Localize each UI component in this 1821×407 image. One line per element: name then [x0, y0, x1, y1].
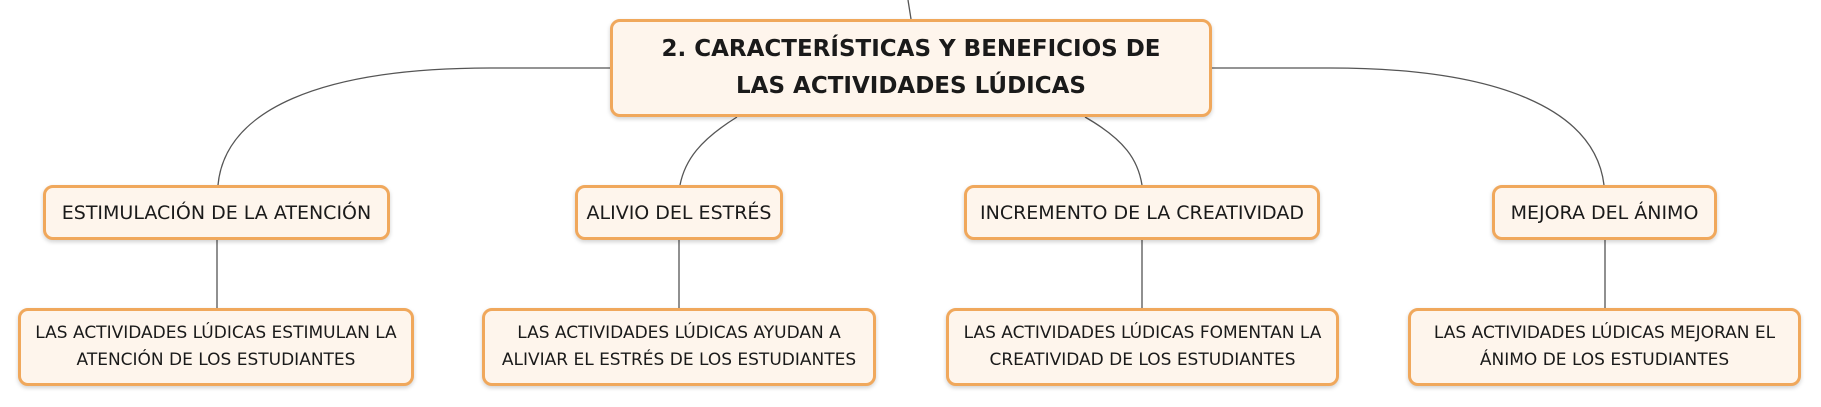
- connector-root-branch-3: [1084, 116, 1143, 186]
- branch-label: MEJORA DEL ÁNIMO: [1510, 201, 1699, 224]
- detail-alivio-estres[interactable]: LAS ACTIVIDADES LÚDICAS AYUDAN A ALIVIAR…: [482, 308, 876, 386]
- branch-estimulacion-atencion[interactable]: ESTIMULACIÓN DE LA ATENCIÓN: [43, 185, 390, 240]
- detail-mejora-animo[interactable]: LAS ACTIVIDADES LÚDICAS MEJORAN EL ÁNIMO…: [1408, 308, 1801, 386]
- detail-text: LAS ACTIVIDADES LÚDICAS MEJORAN EL ÁNIMO…: [1433, 323, 1776, 370]
- branch-mejora-animo[interactable]: MEJORA DEL ÁNIMO: [1492, 185, 1717, 240]
- detail-text: LAS ACTIVIDADES LÚDICAS FOMENTAN LA CREA…: [963, 323, 1322, 370]
- detail-estimulacion-atencion[interactable]: LAS ACTIVIDADES LÚDICAS ESTIMULAN LA ATE…: [18, 308, 414, 386]
- root-topic[interactable]: 2. CARACTERÍSTICAS Y BENEFICIOS DE LAS A…: [610, 19, 1212, 117]
- detail-text: LAS ACTIVIDADES LÚDICAS AYUDAN A ALIVIAR…: [501, 323, 857, 370]
- root-topic-title: 2. CARACTERÍSTICAS Y BENEFICIOS DE LAS A…: [661, 36, 1161, 99]
- connector-root-branch-2: [679, 116, 738, 186]
- connector-root-branch-1: [217, 67, 610, 186]
- branch-label: ALIVIO DEL ESTRÉS: [586, 201, 772, 224]
- detail-text: LAS ACTIVIDADES LÚDICAS ESTIMULAN LA ATE…: [35, 323, 397, 370]
- branch-incremento-creatividad[interactable]: INCREMENTO DE LA CREATIVIDAD: [964, 185, 1320, 240]
- branch-label: INCREMENTO DE LA CREATIVIDAD: [980, 201, 1304, 224]
- detail-incremento-creatividad[interactable]: LAS ACTIVIDADES LÚDICAS FOMENTAN LA CREA…: [946, 308, 1339, 386]
- branch-label: ESTIMULACIÓN DE LA ATENCIÓN: [61, 201, 372, 224]
- connector-root-branch-4: [1212, 67, 1605, 186]
- connector-parent-root: [907, 0, 912, 20]
- branch-alivio-estres[interactable]: ALIVIO DEL ESTRÉS: [575, 185, 783, 240]
